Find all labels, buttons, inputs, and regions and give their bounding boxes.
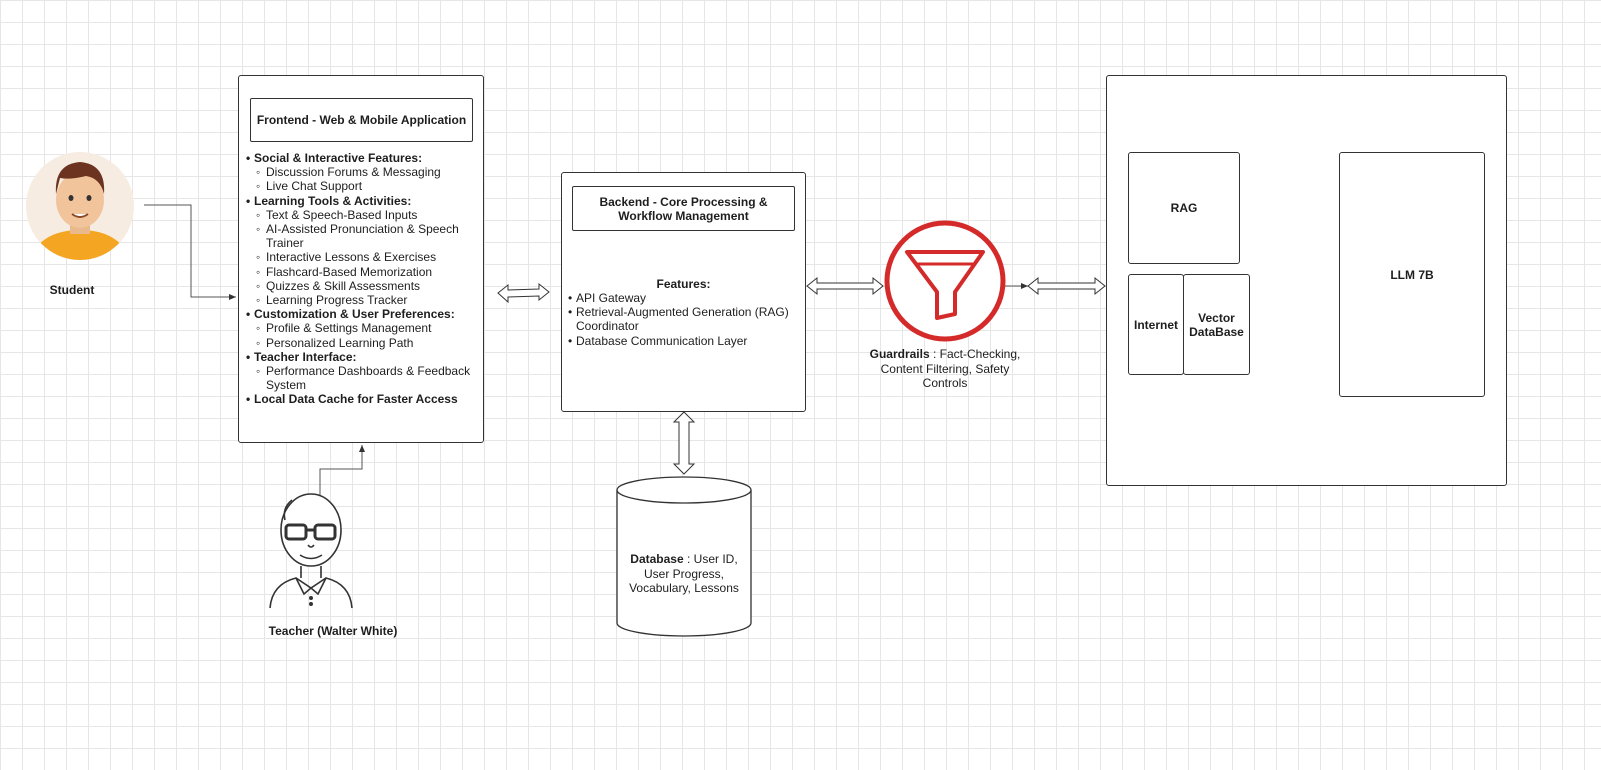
frontend-box[interactable]: Frontend - Web & Mobile Application Soci… [238,75,484,443]
frontend-title: Frontend - Web & Mobile Application [250,98,473,142]
backend-features-heading: Features: [656,277,711,291]
frontend-section-heading: Social & Interactive Features: [246,151,482,165]
frontend-section-heading: Teacher Interface: [246,350,482,364]
funnel-icon [884,220,1006,342]
backend-feature-list: API GatewayRetrieval-Augmented Generatio… [568,291,800,348]
frontend-feature-item: Performance Dashboards & Feedback System [246,364,482,392]
frontend-feature-item: Interactive Lessons & Exercises [246,250,482,264]
guardrails-ai-double-arrow [1027,276,1106,296]
frontend-feature-list: Social & Interactive Features:Discussion… [246,151,482,407]
backend-feature-item: Database Communication Layer [568,334,800,348]
rag-label: RAG [1170,201,1198,215]
llm-box[interactable]: LLM 7B [1339,152,1485,397]
guardrails-label-bold: Guardrails [869,347,930,361]
frontend-feature-item: AI-Assisted Pronunciation & Speech Train… [246,222,482,250]
student-to-frontend-connector [144,204,236,300]
database-label-bold: Database [630,552,684,566]
frontend-section-heading: Customization & User Preferences: [246,307,482,321]
frontend-feature-item: Discussion Forums & Messaging [246,165,482,179]
frontend-feature-item: Flashcard-Based Memorization [246,265,482,279]
teacher-avatar-icon [269,493,353,609]
frontend-feature-item: Quizzes & Skill Assessments [246,279,482,293]
llm-label: LLM 7B [1390,268,1434,282]
frontend-section-heading: Local Data Cache for Faster Access [246,392,482,406]
frontend-backend-double-arrow [497,282,550,304]
database-label: Database : User ID, User Progress, Vocab… [619,552,749,596]
backend-feature-item: API Gateway [568,291,800,305]
teacher-to-frontend-connector [319,445,365,498]
vector-db-box[interactable]: Vector DataBase [1183,274,1250,375]
student-avatar-icon [26,152,134,260]
frontend-feature-item: Live Chat Support [246,179,482,193]
backend-database-double-arrow [672,411,696,475]
backend-box[interactable]: Backend - Core Processing & Workflow Man… [561,172,806,412]
frontend-feature-item: Personalized Learning Path [246,336,482,350]
frontend-feature-item: Learning Progress Tracker [246,293,482,307]
frontend-feature-item: Text & Speech-Based Inputs [246,208,482,222]
rag-box[interactable]: RAG [1128,152,1240,264]
teacher-label: Teacher (Walter White) [268,624,398,638]
backend-feature-item: Retrieval-Augmented Generation (RAG) Coo… [568,305,800,333]
backend-title: Backend - Core Processing & Workflow Man… [572,186,795,231]
guardrails-label-rest: : Fact-Checking, Content Filtering, Safe… [880,347,1021,390]
database-cylinder [616,476,752,637]
guardrails-label: Guardrails : Fact-Checking, Content Filt… [860,347,1030,391]
backend-guardrails-double-arrow [806,276,884,296]
internet-label: Internet [1133,317,1178,332]
vector-db-label: Vector DataBase [1189,310,1244,339]
frontend-feature-item: Profile & Settings Management [246,321,482,335]
frontend-section-heading: Learning Tools & Activities: [246,194,482,208]
student-label: Student [49,283,95,297]
database-label-rest: : User ID, User Progress, Vocabulary, Le… [629,552,739,595]
internet-box[interactable]: Internet [1128,274,1184,375]
